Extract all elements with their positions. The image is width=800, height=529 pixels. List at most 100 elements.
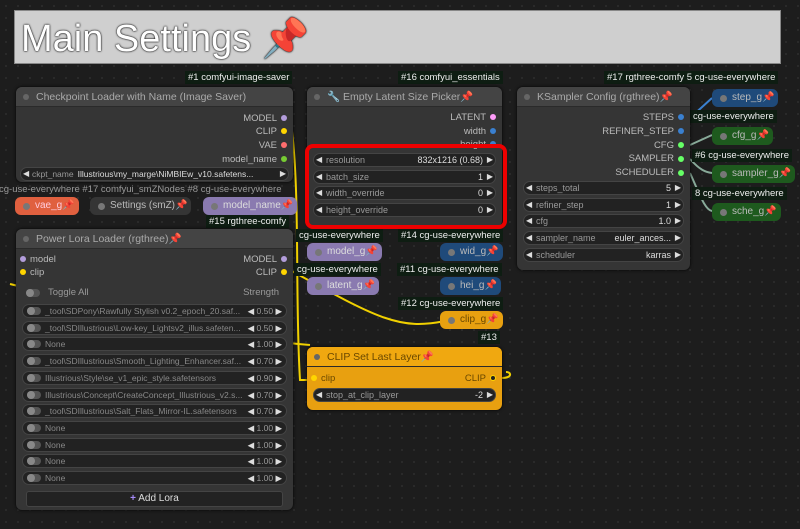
group-title-banner[interactable]: Main Settings 📌 [14,10,781,64]
add-lora-button[interactable]: + Add Lora [26,491,283,507]
stop-at-clip-layer-widget[interactable]: stop_at_clip_layer-2 [313,388,496,402]
lora-name[interactable]: _tool\SDIllustrious\Smooth_Lighting_Enha… [45,356,242,367]
lora-toggle[interactable] [27,457,41,466]
strength-decrease[interactable]: ◀ [247,389,257,400]
lora-row[interactable]: _tool\SDIllustrious\Salt_Flats_Mirror-IL… [22,404,287,419]
lora-name[interactable]: _tool\SDIllustrious\Low-key_Lightsv2_ill… [45,322,241,333]
output-steps[interactable]: STEPS [643,112,684,123]
strength-decrease[interactable]: ◀ [247,473,257,483]
lora-toggle[interactable] [27,373,41,382]
output-model-name[interactable]: model_name [222,154,287,165]
output-clip[interactable]: CLIP [465,373,496,384]
strength-decrease[interactable]: ◀ [247,422,257,433]
lora-row[interactable]: _tool\SDIllustrious\Low-key_Lightsv2_ill… [22,320,287,335]
output-cfg[interactable]: CFG [654,140,684,151]
hei-g-node[interactable]: hei_g📌 [440,277,501,295]
lora-name[interactable]: _tool\SDIllustrious\Salt_Flats_Mirror-IL… [45,406,237,417]
strength-increase[interactable]: ▶ [273,439,282,450]
node-title[interactable]: 🔧 Empty Latent Size Picker📌 [307,87,502,107]
lora-row[interactable]: Illustrious\Concept\CreateConcept_Illust… [22,387,287,402]
lora-name[interactable]: None [45,456,66,467]
input-clip[interactable]: clip [20,267,44,278]
strength-increase[interactable]: ▶ [273,389,282,400]
latent-g-node[interactable]: latent_g📌 [307,277,380,295]
lora-strength[interactable]: ◀ 0.70 ▶ [248,405,282,417]
node-title[interactable]: Checkpoint Loader with Name (Image Saver… [16,87,293,107]
output-height[interactable]: height [460,139,496,150]
lora-name[interactable]: Illustrious\Style\se_v1_epic_style.safet… [45,372,217,383]
sampler-g-node[interactable]: sampler_g📌 [712,165,796,183]
output-vae[interactable]: VAE [259,140,287,151]
lora-strength[interactable]: ◀ 1.00 ▶ [248,455,282,467]
strength-decrease[interactable]: ◀ [247,339,257,350]
strength-increase[interactable]: ▶ [273,406,282,417]
lora-toggle[interactable] [27,407,41,416]
checkpoint-loader-node[interactable]: Checkpoint Loader with Name (Image Saver… [16,87,293,182]
settings-smz-node[interactable]: Settings (smZ)📌 [90,197,192,215]
output-sampler[interactable]: SAMPLER [629,153,684,164]
node-title[interactable]: KSampler Config (rgthree)📌 [517,87,690,107]
strength-increase[interactable]: ▶ [273,372,282,383]
lora-toggle[interactable] [27,390,41,399]
model-name-node[interactable]: model_name📌 [203,197,298,215]
lora-name[interactable]: None [45,422,66,433]
lora-strength[interactable]: ◀ 0.90 ▶ [248,372,282,384]
lora-name[interactable]: None [45,439,66,450]
lora-row[interactable]: None◀ 1.00 ▶ [22,337,287,352]
input-model[interactable]: model [20,254,56,265]
output-width[interactable]: width [464,126,496,137]
clip-set-last-layer-node[interactable]: CLIP Set Last Layer📌 clip CLIP stop_at_c… [307,347,502,410]
output-scheduler[interactable]: SCHEDULER [615,167,684,178]
lora-name[interactable]: Illustrious\Concept\CreateConcept_Illust… [45,389,243,400]
lora-name[interactable]: None [45,473,66,483]
lora-toggle[interactable] [27,440,41,449]
strength-decrease[interactable]: ◀ [247,322,257,333]
lora-toggle[interactable] [27,307,41,315]
lora-toggle[interactable] [27,423,41,432]
lora-row[interactable]: None ◀ 1.00 ▶ [22,471,287,485]
strength-increase[interactable]: ▶ [273,322,282,333]
lora-row[interactable]: Illustrious\Style\se_v1_epic_style.safet… [22,370,287,385]
strength-decrease[interactable]: ◀ [247,456,257,467]
toggle-all-switch[interactable] [26,289,40,297]
strength-increase[interactable]: ▶ [273,456,282,467]
lora-row[interactable]: None ◀ 1.00 ▶ [22,437,287,452]
model-g-node[interactable]: model_g📌 [307,243,382,261]
widget-sampler-name[interactable]: sampler_nameeuler_ances... [523,231,684,246]
strength-increase[interactable]: ▶ [273,422,282,433]
sche-g-node[interactable]: sche_g📌 [712,203,781,221]
lora-row[interactable]: _tool\SDIllustrious\Smooth_Lighting_Enha… [22,354,287,369]
step-g-node[interactable]: step_g📌 [712,89,779,107]
output-model[interactable]: MODEL [243,113,287,124]
clip-g-node[interactable]: clip_g📌 [440,311,503,329]
lora-row[interactable]: None ◀ 1.00 ▶ [22,454,287,469]
lora-name[interactable]: None [45,339,66,350]
output-clip[interactable]: CLIP [256,267,287,278]
lora-strength[interactable]: ◀ 0.50 ▶ [248,322,282,334]
vae-g-node[interactable]: vae_g📌 [15,197,79,215]
output-clip[interactable]: CLIP [256,126,287,137]
lora-row[interactable]: None ◀ 1.00 ▶ [22,420,287,435]
lora-toggle[interactable] [27,323,41,332]
strength-decrease[interactable]: ◀ [247,406,257,417]
lora-row[interactable]: _tool\SDPony\Rawfully Stylish v0.2_epoch… [22,304,287,318]
lora-toggle[interactable] [27,340,41,349]
lora-strength[interactable]: ◀ 1.00 ▶ [248,439,282,451]
strength-increase[interactable]: ▶ [273,356,282,367]
empty-latent-size-picker-node[interactable]: 🔧 Empty Latent Size Picker📌 LATENT width… [307,87,502,227]
wid-g-node[interactable]: wid_g📌 [440,243,503,261]
input-clip[interactable]: clip [311,373,335,384]
node-title[interactable]: CLIP Set Last Layer📌 [307,347,502,367]
strength-increase[interactable]: ▶ [273,473,282,483]
strength-decrease[interactable]: ◀ [247,372,257,383]
lora-strength[interactable]: ◀ 1.00 ▶ [248,422,282,434]
cfg-g-node[interactable]: cfg_g📌 [712,127,773,145]
lora-strength[interactable]: ◀ 1.00 ▶ [248,472,282,484]
